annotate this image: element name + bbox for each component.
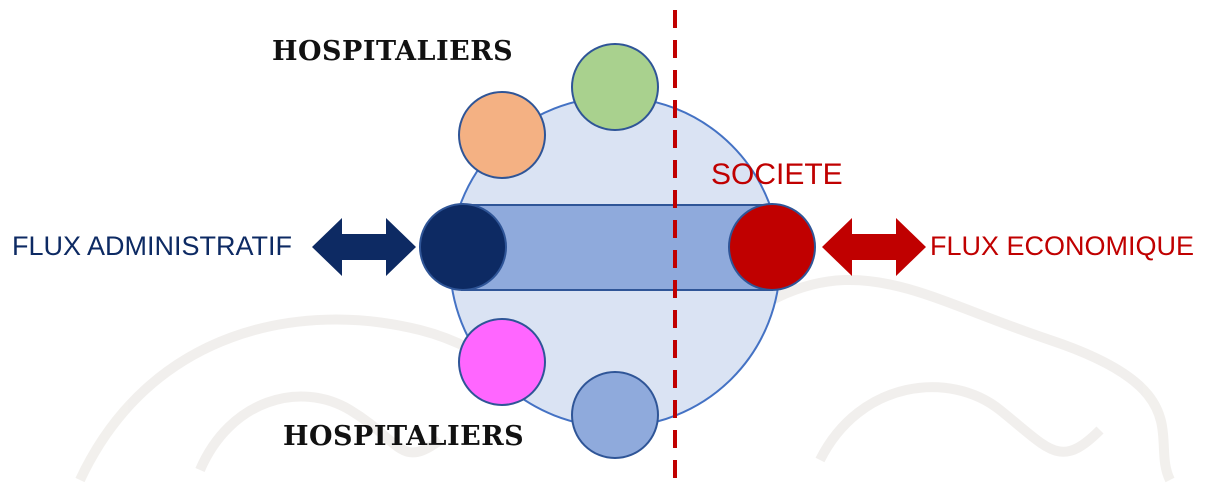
blue-hospital-circle xyxy=(571,371,659,459)
flux-economique-label: FLUX ECONOMIQUE xyxy=(930,231,1195,261)
administrative-double-arrow-icon xyxy=(312,218,416,276)
economic-double-arrow-icon xyxy=(822,218,926,276)
orange-hospital-circle xyxy=(458,91,546,179)
societe-label: SOCIETE xyxy=(711,158,843,191)
societe-circle xyxy=(728,203,816,291)
hospitaliers-top-label: HOSPITALIERS xyxy=(272,36,514,67)
flux-administratif-label: FLUX ADMINISTRATIF xyxy=(12,231,293,261)
green-hospital-circle xyxy=(571,43,659,131)
administration-circle xyxy=(419,203,507,291)
pink-hospital-circle xyxy=(458,318,546,406)
flow-bar xyxy=(461,204,773,291)
hospitaliers-bottom-label: HOSPITALIERS xyxy=(283,421,525,452)
